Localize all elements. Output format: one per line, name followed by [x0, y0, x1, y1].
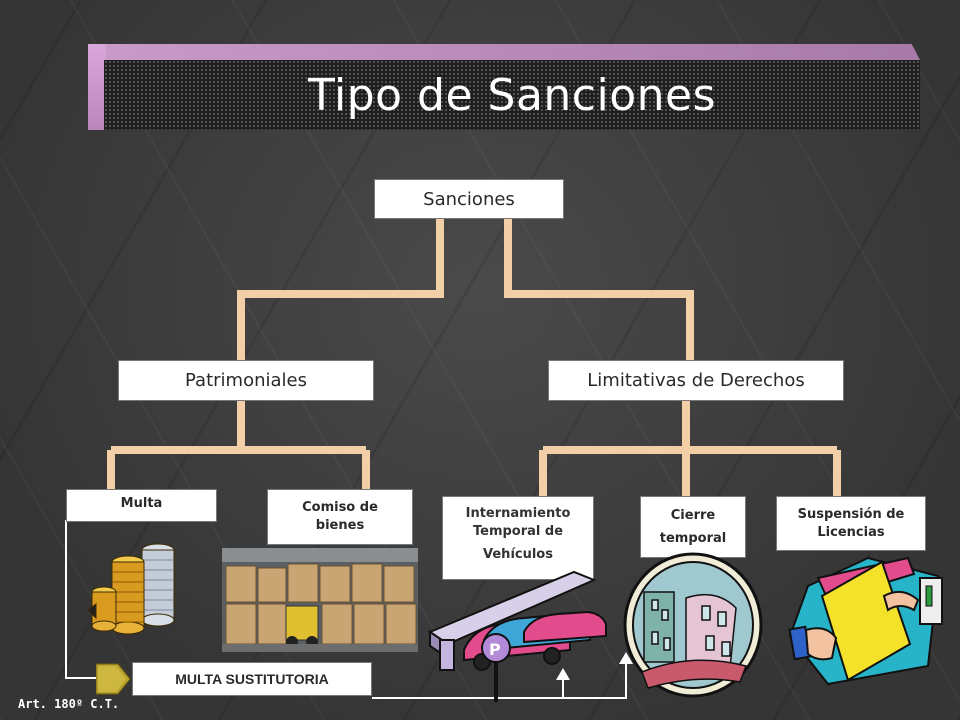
node-comiso-line2: bienes — [315, 518, 365, 533]
connector-sustitutoria-link — [372, 660, 627, 699]
connector-root-left — [237, 218, 444, 360]
warehouse-photo — [222, 548, 418, 652]
title-banner: Tipo de Sanciones — [88, 44, 920, 130]
coins-icon — [87, 543, 175, 635]
node-suspension-line1: Suspensión de — [797, 506, 905, 522]
node-cierre-temporal: Cierre temporal — [640, 496, 746, 558]
slide-title: Tipo de Sanciones — [307, 69, 717, 121]
connector-root-right — [504, 218, 694, 360]
node-multa: Multa — [66, 489, 217, 522]
title-banner-top-edge — [88, 44, 920, 60]
node-patrimoniales: Patrimoniales — [118, 360, 374, 401]
multa-sustitutoria-box: MULTA SUSTITUTORIA — [132, 662, 372, 696]
node-internamiento-temporal: Internamiento Temporal de Vehículos — [442, 496, 594, 580]
node-sanciones: Sanciones — [374, 179, 564, 219]
arrow-right-icon — [96, 663, 131, 695]
node-cierre-line2: temporal — [659, 531, 727, 546]
closed-shop-icon — [623, 552, 763, 698]
node-comiso-de-bienes: Comiso de bienes — [267, 489, 413, 545]
node-cierre-line1: Cierre — [670, 507, 716, 523]
article-reference: Art. 180º C.T. — [18, 697, 120, 711]
node-internamiento-line1: Internamiento — [465, 506, 571, 521]
arrow-up-to-cierre — [619, 652, 633, 664]
node-internamiento-line3: Vehículos — [483, 547, 553, 563]
arrow-up-to-internamiento — [556, 668, 570, 680]
license-suspension-icon — [788, 556, 943, 686]
parked-vehicles-icon: P — [427, 570, 607, 702]
title-box: Tipo de Sanciones — [104, 60, 920, 130]
node-internamiento-line2: Temporal de — [472, 523, 564, 539]
title-banner-accent — [88, 44, 106, 130]
node-comiso-line1: Comiso de — [302, 500, 378, 516]
node-limitativas-de-derechos: Limitativas de Derechos — [548, 360, 844, 401]
node-suspension-line2: Licencias — [817, 524, 885, 540]
svg-text:P: P — [489, 640, 501, 659]
node-suspension-de-licencias: Suspensión de Licencias — [776, 496, 926, 551]
